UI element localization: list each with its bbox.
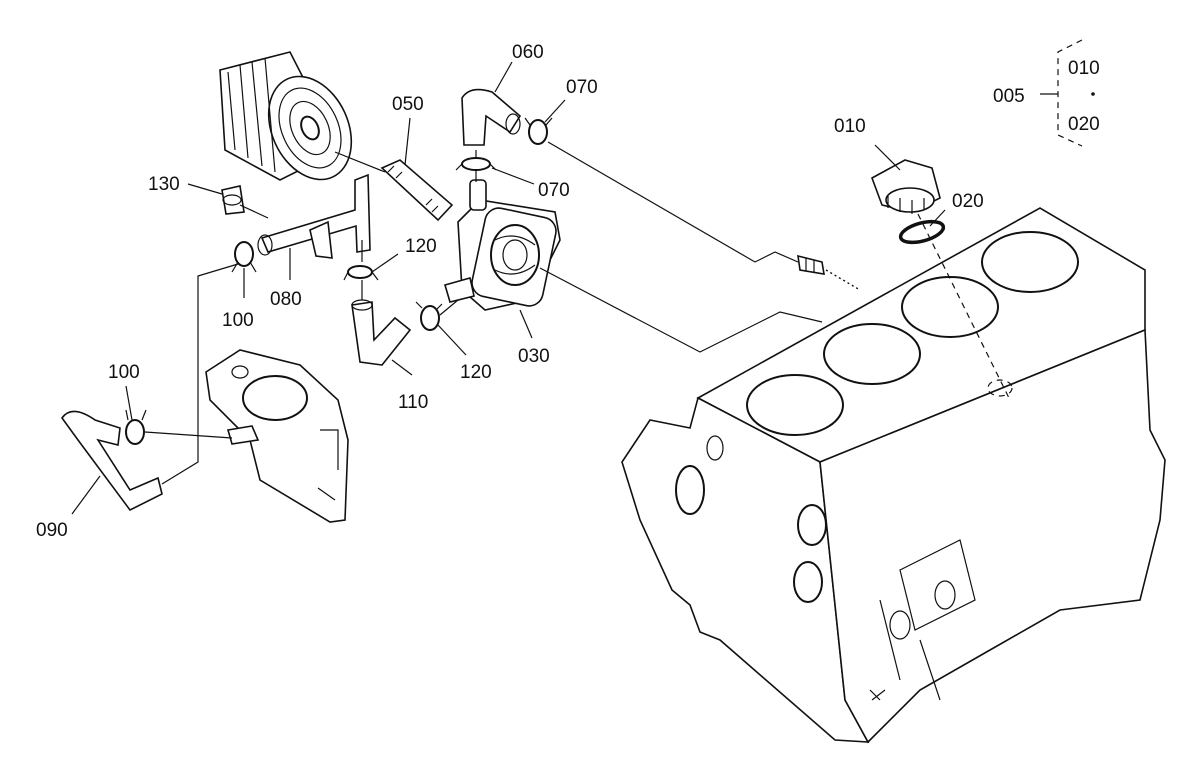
- label-020: 020: [952, 191, 984, 212]
- label-005: 005: [993, 86, 1025, 107]
- label-070-top: 070: [566, 77, 598, 98]
- pipe-080: [257, 173, 371, 259]
- label-070-mid: 070: [538, 180, 570, 201]
- oil-filter: [219, 51, 353, 181]
- clamp-070-mid: [455, 157, 497, 171]
- group-separator-dot: [1091, 92, 1095, 96]
- oil-cooler: [444, 179, 561, 311]
- filler-cap-010: [871, 159, 941, 214]
- label-120-low: 120: [460, 362, 492, 383]
- label-090: 090: [36, 520, 68, 541]
- hose-090: [61, 410, 163, 512]
- clamp-070-top: [524, 117, 553, 145]
- callout-labels: 005 010 020 010 020 030 050 060 070 070 …: [36, 42, 1100, 541]
- clamp-100-low: [125, 409, 147, 445]
- hose-110: [351, 299, 412, 366]
- label-130: 130: [148, 174, 180, 195]
- label-060: 060: [512, 42, 544, 63]
- label-120-top: 120: [405, 236, 437, 257]
- assembly-lines: [71, 39, 1083, 515]
- pump-housing: [205, 349, 349, 523]
- hose-060: [461, 88, 522, 146]
- pipe-050: [380, 159, 454, 222]
- fitting: [226, 425, 260, 445]
- label-050: 050: [392, 94, 424, 115]
- label-080: 080: [270, 289, 302, 310]
- label-010: 010: [834, 116, 866, 137]
- label-010-group: 010: [1068, 58, 1100, 79]
- clamp-100-left: [231, 241, 257, 273]
- label-100-left: 100: [222, 310, 254, 331]
- label-020-group: 020: [1068, 114, 1100, 135]
- stud: [797, 254, 825, 275]
- bolt-130: [221, 185, 245, 215]
- label-030: 030: [518, 346, 550, 367]
- o-ring-020: [898, 219, 946, 245]
- clamp-120-low: [415, 301, 443, 331]
- label-100-low: 100: [108, 362, 140, 383]
- label-110: 110: [398, 392, 428, 413]
- engine-block: [621, 207, 1166, 744]
- clamp-120-top: [343, 265, 379, 281]
